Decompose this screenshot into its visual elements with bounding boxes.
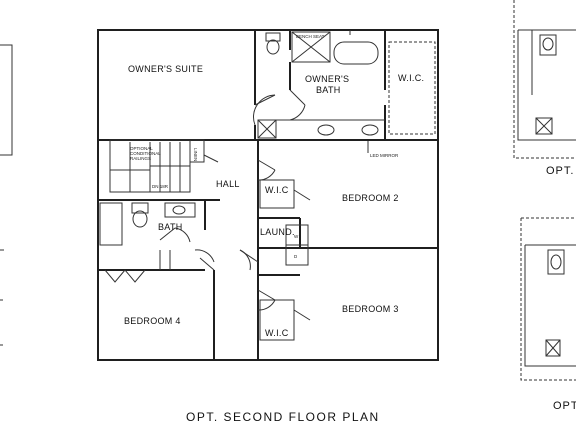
right-partial-plan-bottom: OPT. bbox=[520, 217, 576, 412]
room-label-hall: HALL bbox=[216, 179, 240, 189]
note-led-mirror: LED MIRROR bbox=[370, 153, 399, 158]
note-dn-18r: DN 18R bbox=[152, 184, 169, 189]
note-stair-2: CONDITIONAL bbox=[130, 151, 161, 156]
room-labels: OWNER'S SUITE OWNER'S BATH W.I.C. HALL W… bbox=[124, 64, 424, 338]
room-label-wic-owner: W.I.C. bbox=[398, 73, 424, 83]
room-label-bedroom4: BEDROOM 4 bbox=[124, 316, 181, 326]
plan-caption: OPT. SECOND FLOOR PLAN bbox=[186, 410, 380, 424]
room-label-wic-bedroom3: W.I.C bbox=[265, 328, 289, 338]
note-linen: LINEN bbox=[193, 148, 198, 161]
room-label-laund: LAUND. bbox=[260, 227, 295, 237]
room-label-owners-suite: OWNER'S SUITE bbox=[128, 64, 203, 74]
note-washer: W bbox=[294, 234, 299, 239]
room-label-owners-bath-2: BATH bbox=[316, 85, 341, 95]
note-stair-1: OPTIONAL bbox=[130, 146, 153, 151]
plan-notes: BENCH SEAT LED MIRROR LINEN DN 18R OPTIO… bbox=[130, 34, 399, 259]
room-label-owners-bath-1: OWNER'S bbox=[305, 74, 349, 84]
room-label-wic-bedroom2: W.I.C bbox=[265, 185, 289, 195]
room-label-bath: BATH bbox=[158, 222, 183, 232]
side-caption-bottom: OPT. bbox=[553, 400, 576, 412]
right-partial-plan-top: OPT. bbox=[513, 0, 576, 177]
note-dryer: D bbox=[294, 254, 298, 259]
left-partial-plan bbox=[0, 44, 13, 346]
note-bench-seat: BENCH SEAT bbox=[296, 34, 325, 39]
note-stair-3: RAILINGS bbox=[130, 156, 151, 161]
side-caption-top: OPT. bbox=[546, 165, 574, 177]
room-label-bedroom2: BEDROOM 2 bbox=[342, 193, 399, 203]
main-floor-plan bbox=[97, 29, 439, 361]
room-label-bedroom3: BEDROOM 3 bbox=[342, 304, 399, 314]
